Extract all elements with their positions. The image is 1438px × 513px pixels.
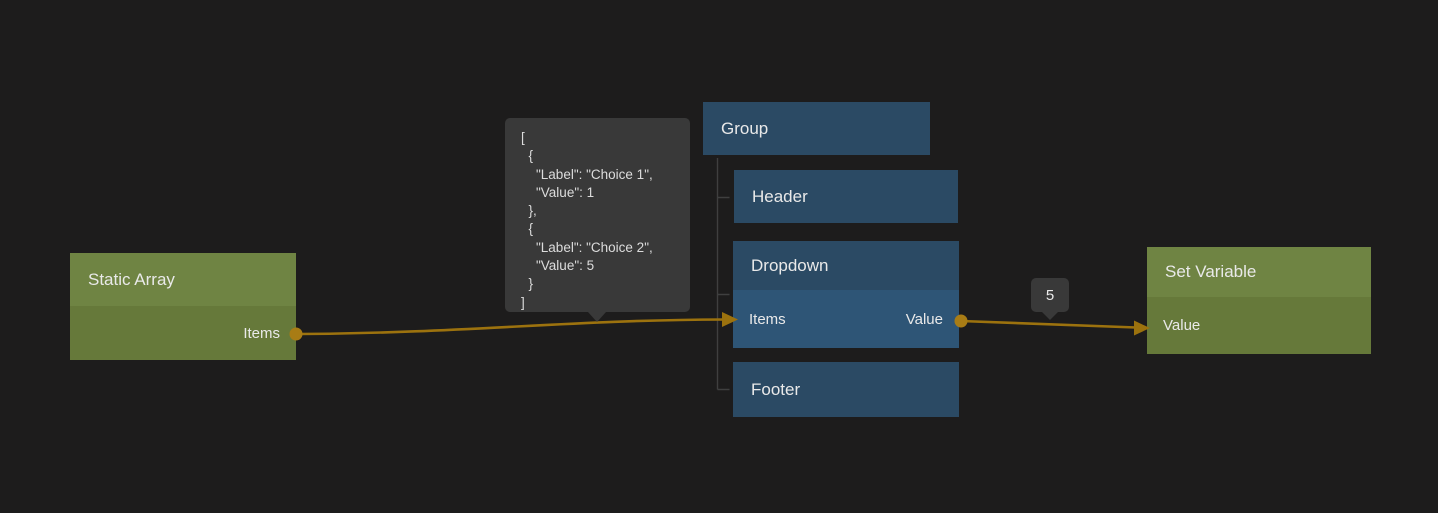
node-set-variable[interactable]: Set Variable Value	[1147, 247, 1371, 354]
node-dropdown[interactable]: Dropdown Items Value	[733, 241, 959, 348]
items-json-text: [ { "Label": "Choice 1", "Value": 1 }, {…	[521, 130, 653, 310]
group-tree-connector	[716, 158, 730, 391]
node-static-array[interactable]: Static Array Items	[70, 253, 296, 360]
value-input-label: Value	[1163, 317, 1201, 334]
node-title[interactable]: Set Variable	[1147, 247, 1371, 297]
node-header[interactable]: Header	[734, 170, 958, 223]
items-output-label: Items	[243, 324, 280, 342]
tooltip-pointer-icon	[588, 312, 606, 322]
items-input-label: Items	[749, 310, 786, 328]
value-preview-tooltip: 5	[1031, 278, 1069, 320]
node-body: Items	[70, 306, 296, 360]
node-title[interactable]: Static Array	[70, 253, 296, 306]
node-title[interactable]: Group	[703, 102, 930, 155]
node-title[interactable]: Dropdown	[733, 241, 959, 290]
node-title[interactable]: Footer	[733, 362, 959, 417]
value-preview-text: 5	[1045, 286, 1055, 304]
node-title[interactable]: Header	[734, 170, 958, 223]
node-body: Value	[1147, 297, 1371, 354]
node-group[interactable]: Group	[703, 102, 930, 155]
value-output-label: Value	[905, 310, 943, 328]
node-body: Items Value	[733, 290, 959, 348]
items-json-tooltip: [ { "Label": "Choice 1", "Value": 1 }, {…	[505, 118, 690, 322]
node-footer[interactable]: Footer	[733, 362, 959, 417]
tooltip-pointer-icon	[1042, 312, 1058, 320]
wire-value[interactable]	[960, 319, 1137, 329]
